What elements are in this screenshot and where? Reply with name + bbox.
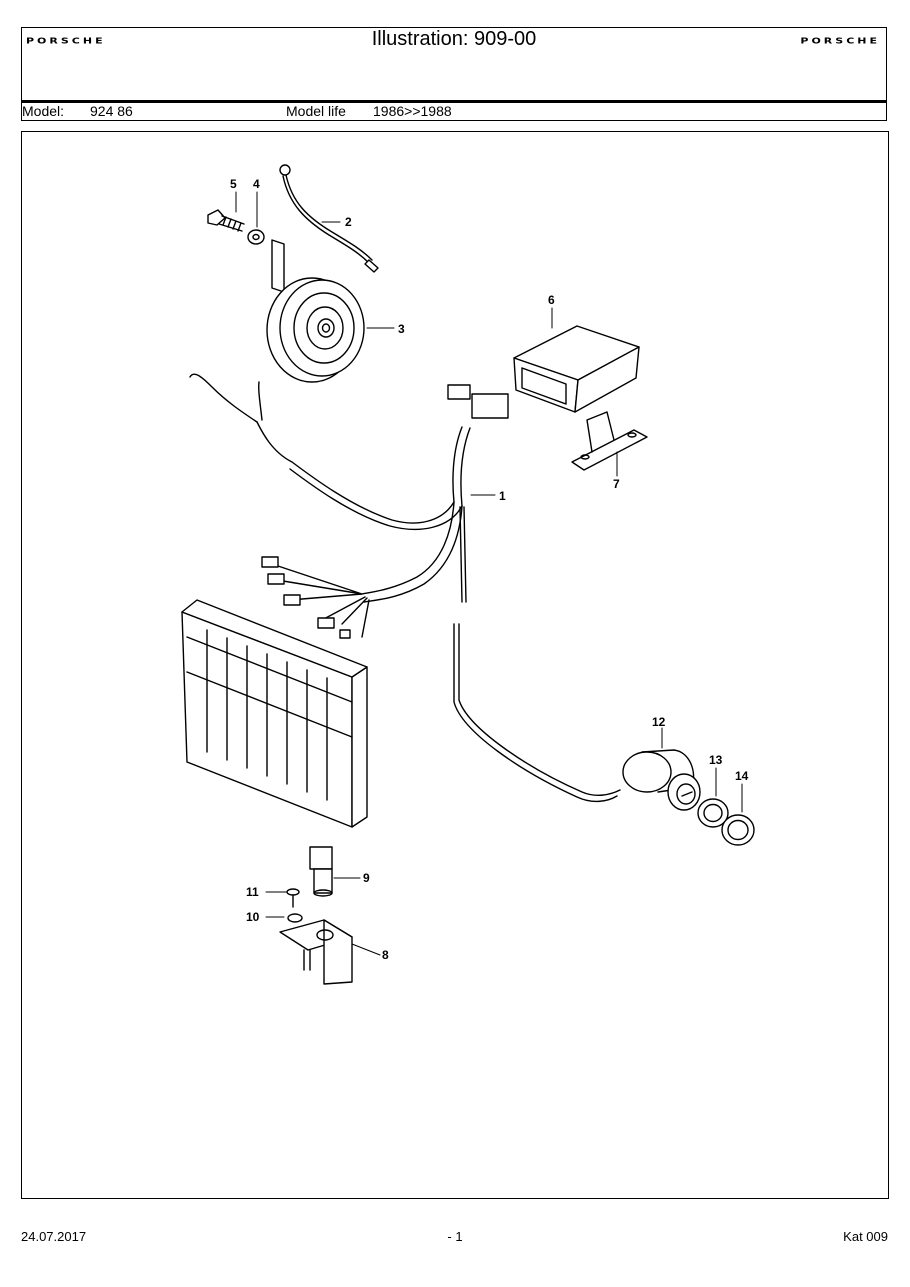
callout-3: 3 (398, 322, 405, 336)
header-box: PORSCHE Illustration: 909-00 PORSCHE Mod… (21, 27, 887, 121)
callout-5: 5 (230, 177, 237, 191)
callout-4: 4 (253, 177, 260, 191)
callout-11: 11 (246, 885, 259, 899)
callout-12: 12 (652, 715, 666, 729)
bracket-part-8 (279, 919, 353, 985)
model-value: 924 86 (90, 103, 133, 119)
screw-part-11 (286, 888, 300, 908)
ignition-cable (453, 623, 621, 803)
sensor-part-9 (309, 846, 333, 897)
washer-part-4 (247, 229, 265, 245)
horn-part-3 (266, 239, 365, 383)
callout-1: 1 (499, 489, 506, 503)
footer-page-number: - 1 (447, 1229, 463, 1244)
callout-13: 13 (709, 753, 723, 767)
callout-10: 10 (246, 910, 260, 924)
bolt-part-5 (207, 209, 245, 232)
wiring-harness-part-1 (189, 373, 509, 639)
callout-8: 8 (382, 948, 389, 962)
porsche-logo-left: PORSCHE (26, 36, 106, 46)
relay-panel (181, 599, 368, 828)
porsche-logo-right: PORSCHE (800, 36, 880, 46)
callout-6: 6 (548, 293, 555, 307)
callout-leaders (235, 191, 743, 956)
callout-2: 2 (345, 215, 352, 229)
bracket-part-7 (571, 411, 648, 471)
callout-7: 7 (613, 477, 620, 491)
page-title: Illustration: 909-00 (371, 28, 537, 50)
model-life-value: 1986>>1988 (373, 103, 452, 119)
control-unit-part-6 (513, 325, 640, 413)
footer-date: 24.07.2017 (21, 1229, 87, 1244)
parts-illustration: 5 4 2 3 1 6 7 8 9 11 10 12 13 14 (21, 131, 889, 1199)
callout-9: 9 (363, 871, 370, 885)
header-divider (22, 100, 886, 103)
ring-part-13 (697, 798, 729, 828)
washer-part-10 (287, 913, 303, 923)
callout-labels: 5 4 2 3 1 6 7 8 9 11 10 12 13 14 (230, 177, 749, 962)
model-life-label: Model life (286, 103, 346, 119)
ground-cable-part-2 (279, 164, 379, 273)
callout-14: 14 (735, 769, 749, 783)
ignition-switch-part-12 (622, 749, 701, 811)
model-label: Model: (22, 103, 65, 119)
exploded-view-drawing: 5 4 2 3 1 6 7 8 9 11 10 12 13 14 (181, 164, 755, 985)
nut-part-14 (721, 814, 755, 846)
footer-catalog: Kat 009 (843, 1229, 888, 1244)
